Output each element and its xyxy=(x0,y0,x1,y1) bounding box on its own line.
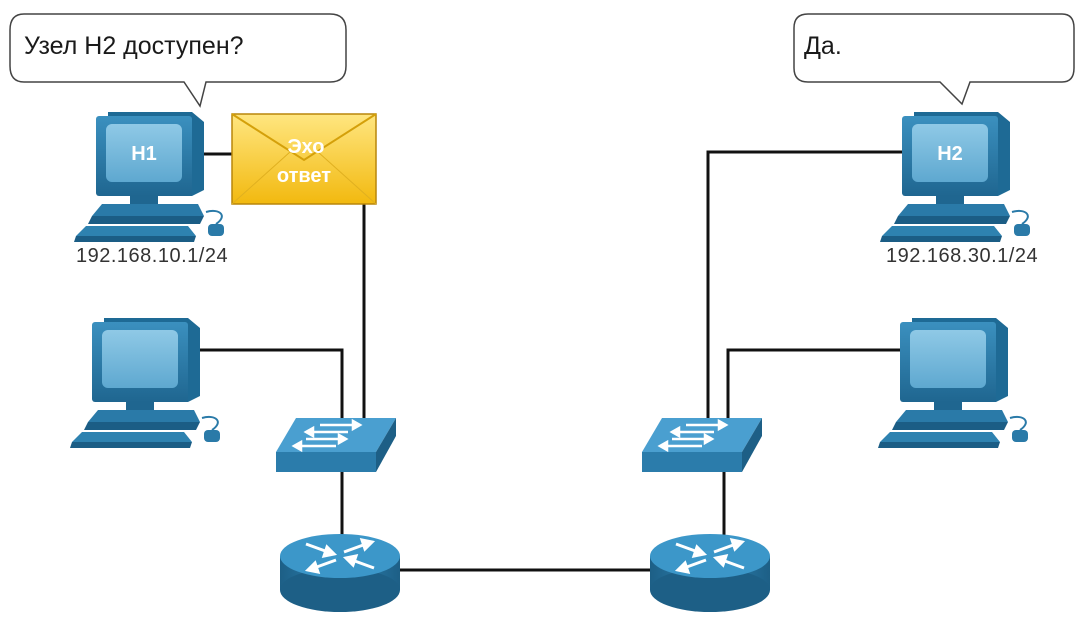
pc-h2-ip: 192.168.30.1/24 xyxy=(886,245,1038,267)
pc-h1-ip: 192.168.10.1/24 xyxy=(76,245,228,267)
envelope-icon xyxy=(231,113,377,205)
router-icon xyxy=(648,532,772,614)
switch-icon xyxy=(274,416,398,474)
pc-h2: H2 xyxy=(879,111,1031,243)
envelope-echo-reply: Эхо ответ xyxy=(231,113,377,205)
switch-right xyxy=(640,416,764,474)
network-links xyxy=(190,150,904,572)
pc-h1: H1 xyxy=(73,111,225,243)
pc-h2-label: H2 xyxy=(937,143,963,165)
router-icon xyxy=(278,532,402,614)
pc-icon xyxy=(879,111,1031,243)
bubble-left-text: Узел H2 доступен? xyxy=(24,32,244,60)
envelope-line2: ответ xyxy=(277,165,331,187)
router-right xyxy=(648,532,772,614)
pc-icon xyxy=(73,111,225,243)
bubble-right-text: Да. xyxy=(804,32,842,60)
speech-bubble-right: Да. xyxy=(793,13,1075,106)
router-left xyxy=(278,532,402,614)
pc-h1-label: H1 xyxy=(131,143,157,165)
link-pc4-switch-right xyxy=(726,348,904,425)
switch-left xyxy=(274,416,398,474)
link-pc3-switch-left xyxy=(190,348,344,425)
link-h2-switch-right xyxy=(706,150,904,425)
pc-icon xyxy=(877,317,1029,449)
envelope-line1: Эхо xyxy=(287,136,324,158)
speech-bubble-left: Узел H2 доступен? xyxy=(9,13,347,108)
pc-left-lower xyxy=(69,317,221,449)
switch-icon xyxy=(640,416,764,474)
pc-right-lower xyxy=(877,317,1029,449)
pc-icon xyxy=(69,317,221,449)
